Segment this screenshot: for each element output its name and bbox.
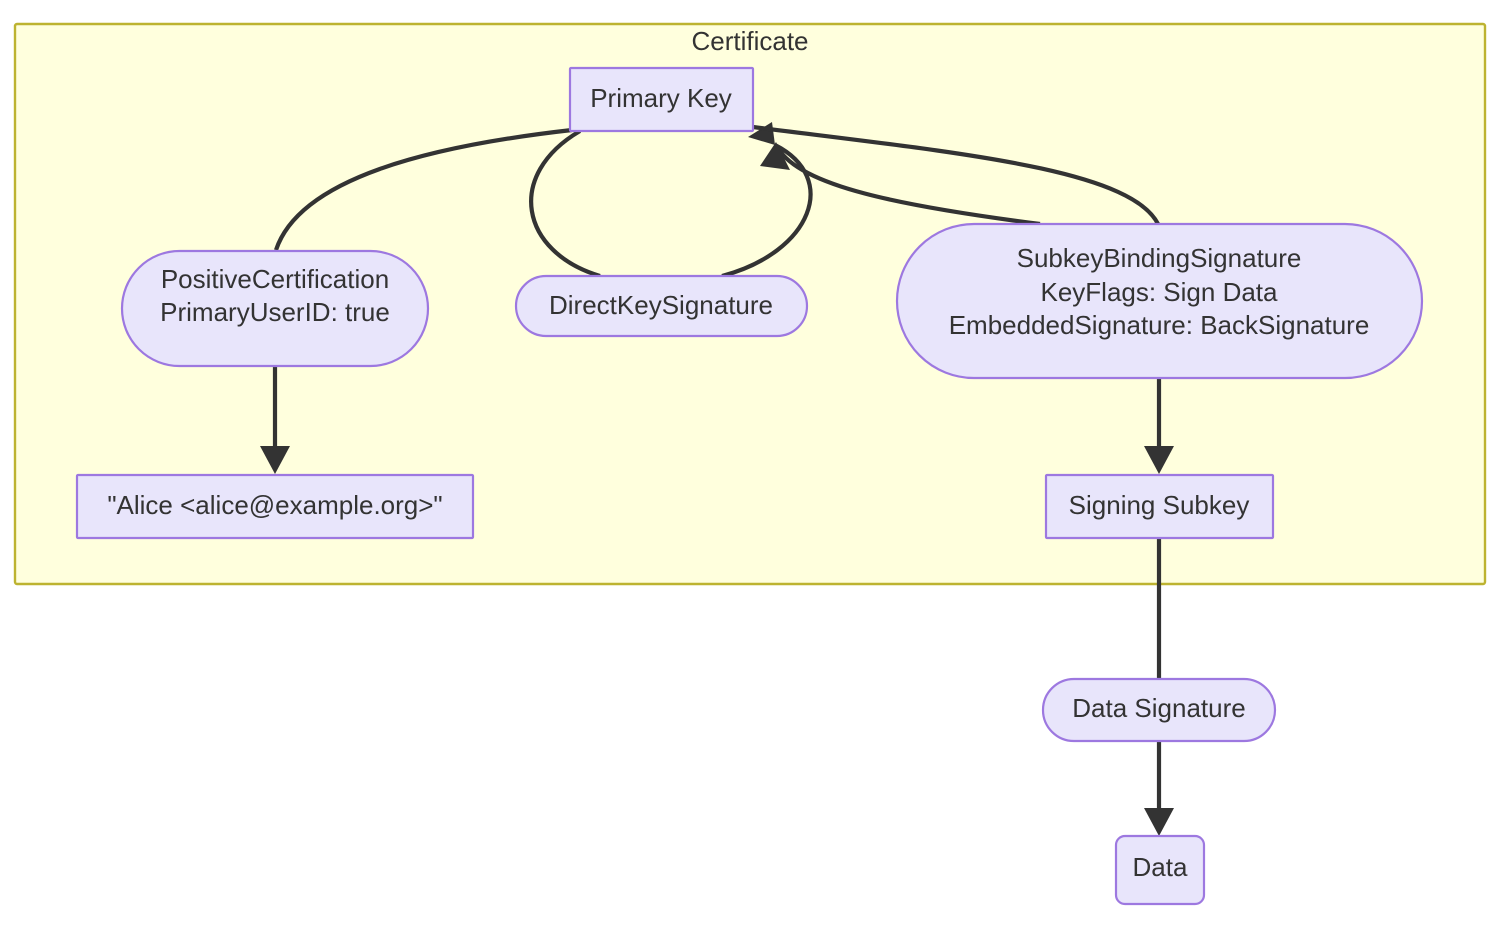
node-direct-key-signature-shape[interactable]: [514, 274, 809, 338]
node-user-id-shape[interactable]: [75, 473, 475, 540]
node-signing-subkey-label: Signing Subkey: [1069, 490, 1250, 520]
node-data[interactable]: Data: [1114, 834, 1206, 906]
edge-directkeysignature-to-primarykey: [721, 143, 813, 279]
node-signing-subkey[interactable]: Signing Subkey: [1044, 473, 1275, 540]
node-positive-certification-shape[interactable]: [120, 249, 430, 368]
node-subkey-binding-signature-label-line-3: EmbeddedSignature: BackSignature: [949, 310, 1370, 340]
arrowhead-datasignature-to-data: [1144, 808, 1174, 836]
node-positive-certification-label-line-1: PositiveCertification: [161, 264, 389, 294]
edge-primarykey-to-subkeybindingsignature: [752, 124, 1160, 225]
node-user-id[interactable]: "Alice <alice@example.org>": [75, 473, 475, 540]
node-data-shape[interactable]: [1114, 834, 1206, 906]
node-primary-key-shape[interactable]: [568, 66, 755, 133]
node-data-signature-label: Data Signature: [1072, 693, 1245, 723]
node-user-id-label: "Alice <alice@example.org>": [107, 490, 442, 520]
node-subkey-binding-signature[interactable]: SubkeyBindingSignature KeyFlags: Sign Da…: [895, 222, 1424, 380]
arrowhead-positivecertification-to-userid: [260, 446, 290, 474]
edge-primarykey-to-positivecertification: [274, 127, 573, 251]
node-subkey-binding-signature-label-line-1: SubkeyBindingSignature: [1017, 243, 1302, 273]
node-data-label: Data: [1133, 852, 1188, 882]
node-data-signature[interactable]: Data Signature: [1041, 677, 1277, 743]
node-direct-key-signature-label: DirectKeySignature: [549, 290, 773, 320]
node-positive-certification-label-line-2: PrimaryUserID: true: [160, 297, 390, 327]
node-signing-subkey-shape[interactable]: [1044, 473, 1275, 540]
node-subkey-binding-signature-shape[interactable]: [895, 222, 1424, 380]
subgraph-certificate-title: Certificate: [691, 26, 808, 56]
node-direct-key-signature[interactable]: DirectKeySignature: [514, 274, 809, 338]
node-positive-certification[interactable]: PositiveCertification PrimaryUserID: tru…: [120, 249, 430, 368]
node-primary-key[interactable]: Primary Key: [568, 66, 755, 133]
edge-subkeybindingsignature-to-primarykey: [776, 146, 1041, 227]
node-subkey-binding-signature-label-line-2: KeyFlags: Sign Data: [1040, 277, 1278, 307]
arrowhead-subkeybindingsignature-to-primarykey: [760, 142, 790, 170]
arrowhead-subkeybindingsignature-to-signingsubkey: [1144, 446, 1174, 474]
edge-primarykey-to-directkeysignature: [529, 129, 601, 279]
node-primary-key-label: Primary Key: [590, 83, 732, 113]
node-data-signature-shape[interactable]: [1041, 677, 1277, 743]
